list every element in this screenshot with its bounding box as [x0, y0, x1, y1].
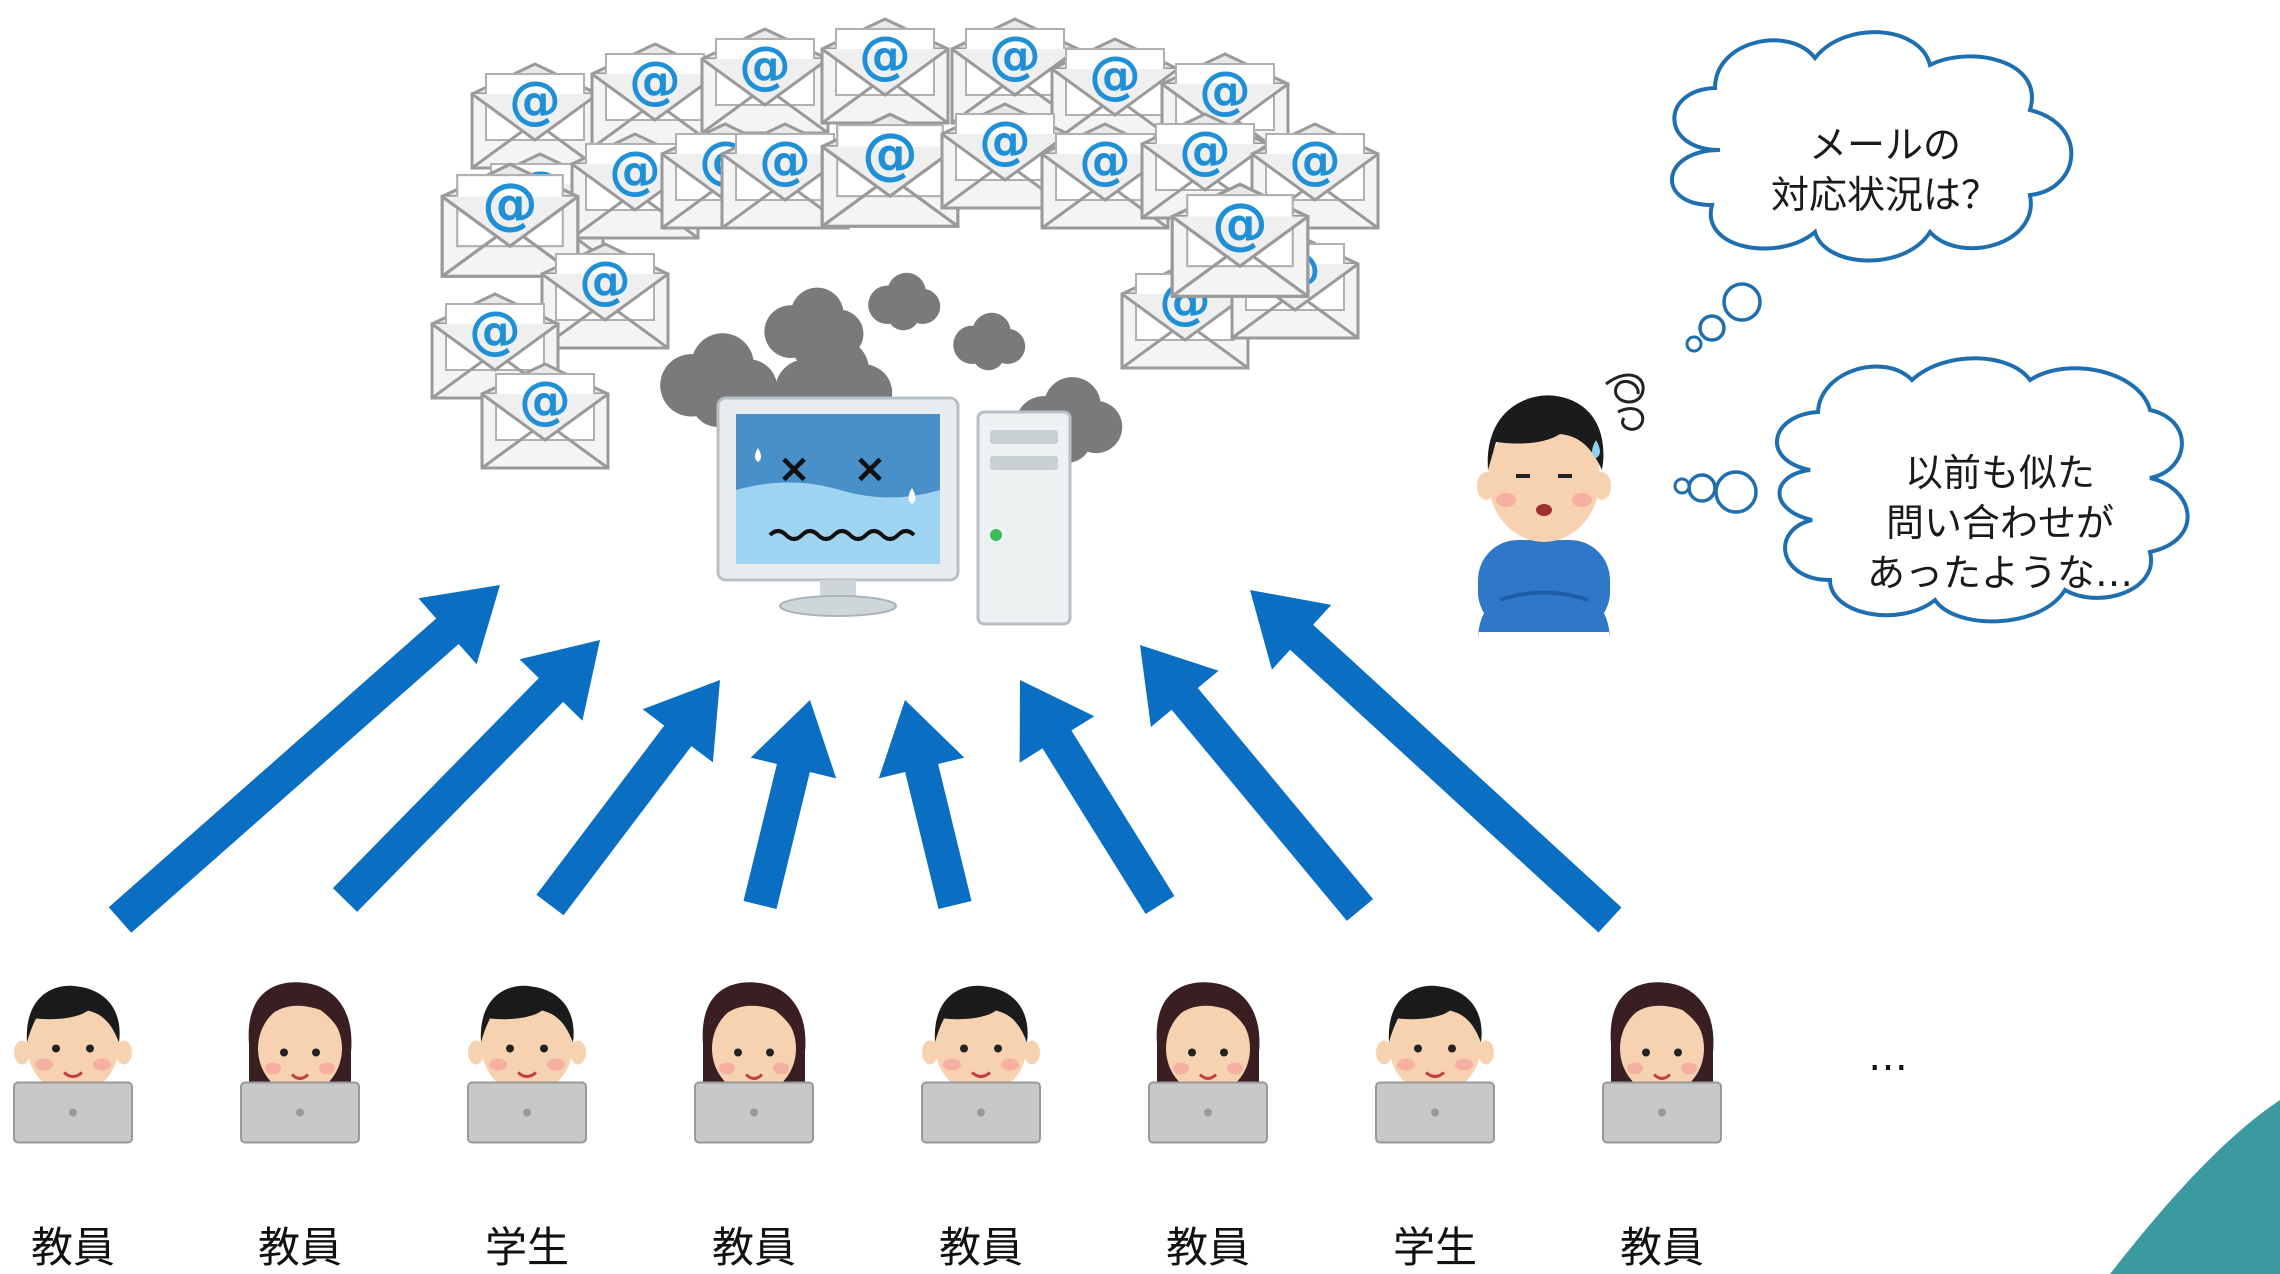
person-5: 教員: [922, 986, 1040, 1272]
female-user-icon: [1149, 982, 1267, 1142]
male-user-icon: [1376, 986, 1494, 1143]
arrows: [108, 585, 1622, 933]
bubble-bottom-line-2: 問い合わせが: [1886, 501, 2114, 545]
arrow: [878, 700, 972, 909]
bubble-top-line-1: メールの: [1809, 123, 1961, 167]
person-8: 教員: [1603, 982, 1721, 1272]
email-envelope-icon: [1170, 182, 1310, 298]
thought-bubble-bottom: 以前も似た 問い合わせが あったような…: [1673, 356, 2190, 624]
person-7: 学生: [1376, 986, 1494, 1272]
email-envelope-icon: [820, 17, 950, 125]
female-user-icon: [1603, 982, 1721, 1142]
male-user-icon: [922, 986, 1040, 1143]
email-envelope-icon: [700, 27, 830, 135]
arrow: [332, 640, 600, 912]
email-envelope-icon: [470, 62, 600, 170]
ellipsis: …: [1868, 1034, 1908, 1080]
email-envelope-icon: [480, 362, 610, 470]
arrow: [108, 585, 501, 933]
person-label: 教員: [1620, 1223, 1704, 1272]
svg-text:×: ×: [853, 446, 887, 492]
thought-bubble-top: メールの 対応状況は？: [1670, 30, 2074, 353]
male-user-icon: [468, 986, 586, 1143]
person-2: 教員: [241, 982, 359, 1272]
arrow: [1019, 680, 1175, 914]
email-envelope-icon: [540, 242, 670, 350]
person-label: 教員: [31, 1223, 115, 1272]
bubble-bottom-line-3: あったような…: [1867, 551, 2133, 595]
person-label: 教員: [258, 1223, 342, 1272]
corner-accent: [2110, 1100, 2280, 1274]
person-label: 教員: [1166, 1223, 1250, 1272]
broken-computer: × ×: [716, 396, 1072, 626]
bubble-top-line-2: 対応状況は？: [1771, 173, 1999, 217]
person-label: 教員: [712, 1223, 796, 1272]
person-label: 学生: [485, 1223, 569, 1272]
female-user-icon: [241, 982, 359, 1142]
arrow: [1250, 590, 1622, 933]
arrow: [743, 700, 837, 909]
arrow: [536, 680, 720, 916]
people-row: 教員 教員 学生 教員 教員 教員 学生 教員: [14, 982, 1721, 1272]
person-3: 学生: [468, 986, 586, 1272]
svg-text:×: ×: [777, 446, 811, 492]
person-1: 教員: [14, 986, 132, 1272]
worried-staff: [1477, 373, 1645, 640]
person-label: 教員: [939, 1223, 1023, 1272]
bubble-bottom-line-1: 以前も似た: [1905, 451, 2095, 495]
person-4: 教員: [695, 982, 813, 1272]
person-label: 学生: [1393, 1223, 1477, 1272]
email-envelope-icon: [820, 112, 960, 228]
arrow: [1140, 645, 1374, 921]
person-6: 教員: [1149, 982, 1267, 1272]
male-user-icon: [14, 986, 132, 1143]
female-user-icon: [695, 982, 813, 1142]
